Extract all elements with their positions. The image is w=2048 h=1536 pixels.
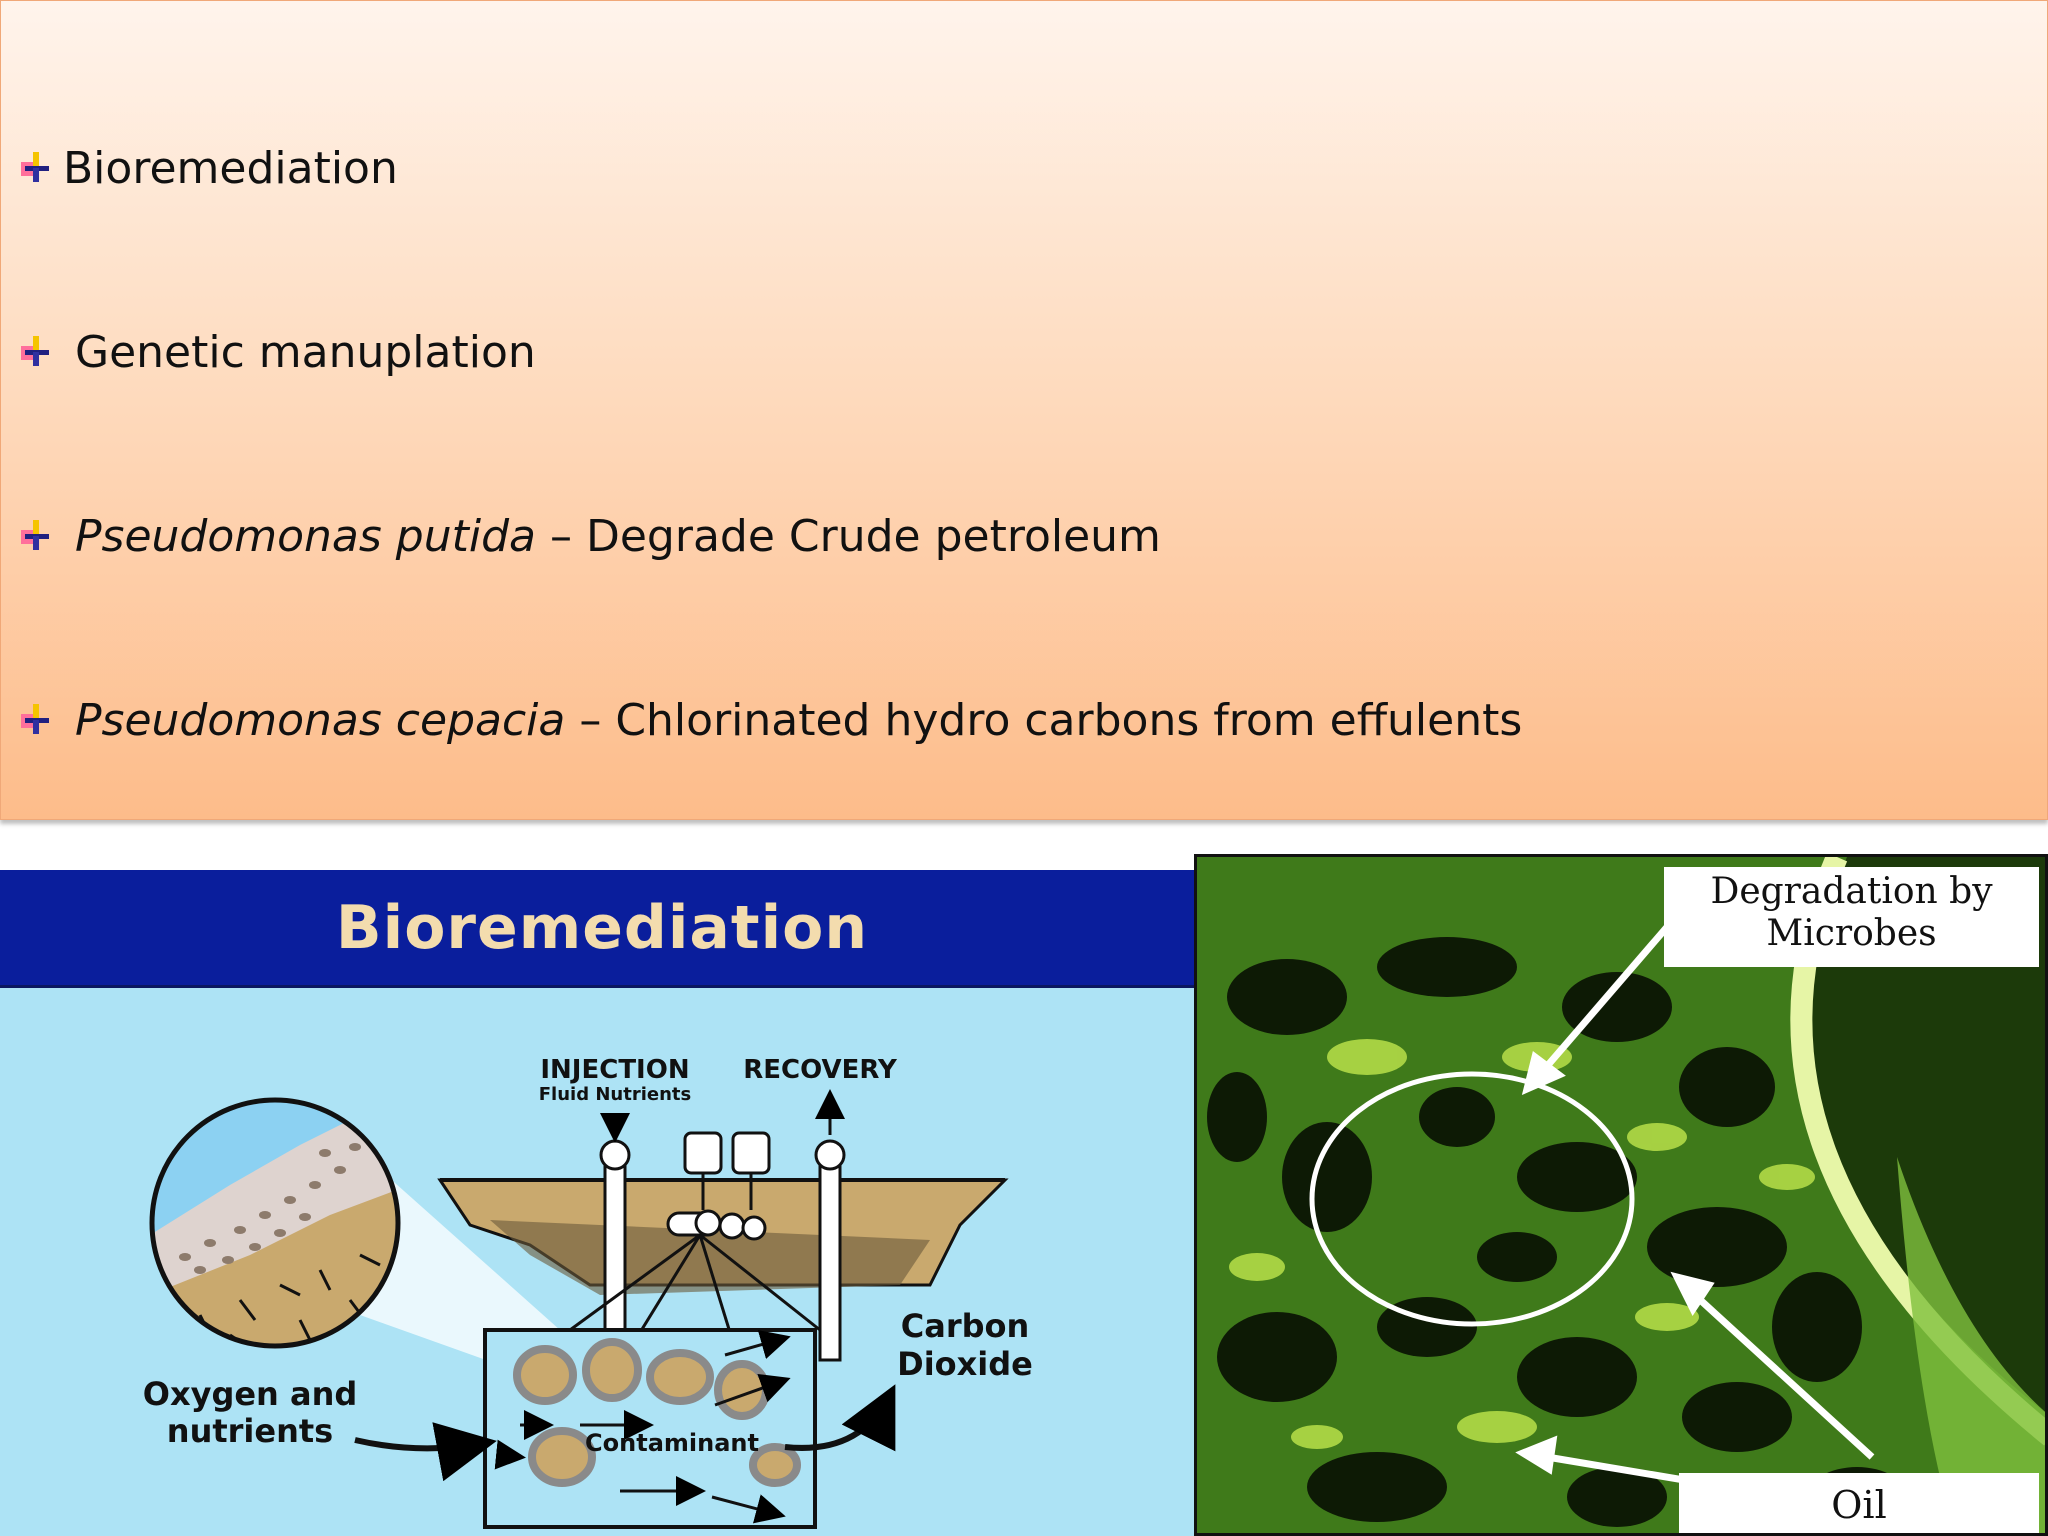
species-description: – Chlorinated hydro carbons from effulen… <box>565 694 1523 746</box>
nutrients-label: nutrients <box>167 1412 333 1450</box>
bullet-item-cepacia: Pseudomonas cepacia – Chlorinated hydro … <box>21 690 1522 750</box>
bullet-arrow-icon <box>21 704 49 734</box>
soil-magnified-icon <box>152 1100 398 1346</box>
species-description: – Degrade Crude petroleum <box>536 510 1161 562</box>
dioxide-label: Dioxide <box>897 1345 1033 1383</box>
bullet-text: Pseudomonas putida – Degrade Crude petro… <box>63 511 1161 562</box>
degradation-line2: Microbes <box>1766 913 1937 954</box>
bullet-panel: Bioremediation Genetic manuplation Pseud… <box>0 0 2048 820</box>
species-name: Pseudomonas putida <box>75 510 536 562</box>
bullet-arrow-icon <box>21 152 49 182</box>
injection-label: INJECTION <box>540 1055 689 1085</box>
bullet-item-bioremediation: Bioremediation <box>21 138 398 198</box>
treatment-tank <box>683 1131 723 1175</box>
bullet-text: Pseudomonas cepacia – Chlorinated hydro … <box>63 695 1522 746</box>
diagram-banner: Bioremediation <box>0 870 1194 988</box>
bullet-text: Bioremediation <box>63 142 398 194</box>
degradation-line1: Degradation by <box>1710 871 1993 912</box>
microbe-texture <box>1197 857 2045 1533</box>
highlight-circle <box>1309 1071 1635 1327</box>
contaminant-label: Contaminant <box>585 1429 759 1457</box>
bullet-item-genetic: Genetic manuplation <box>21 322 536 382</box>
degradation-label: Degradation by Microbes <box>1664 867 2039 967</box>
microbe-photo: Degradation by Microbes Oil <box>1194 854 2048 1536</box>
diagram-title: Bioremediation <box>335 892 869 963</box>
diagram-illustration: INJECTION Fluid Nutrients RECOVERY Carbo… <box>143 1055 1033 1529</box>
fluid-nutrients-label: Fluid Nutrients <box>539 1084 691 1105</box>
bullet-arrow-icon <box>21 520 49 550</box>
bioremediation-diagram: Bioremediation <box>0 870 1194 1536</box>
oxygen-label: Oxygen and <box>143 1375 358 1413</box>
recovery-well <box>818 1158 842 1362</box>
species-name: Pseudomonas cepacia <box>75 694 566 746</box>
oil-label: Oil <box>1679 1473 2039 1533</box>
bullet-arrow-icon <box>21 336 49 366</box>
bullet-item-putida: Pseudomonas putida – Degrade Crude petro… <box>21 506 1161 566</box>
soil-particles <box>513 1338 801 1487</box>
carbon-label: Carbon <box>901 1307 1030 1345</box>
recovery-label: RECOVERY <box>743 1055 898 1085</box>
bullet-text: Genetic manuplation <box>75 326 536 378</box>
treatment-tank <box>731 1131 771 1175</box>
pipe-rolls <box>666 1209 767 1241</box>
